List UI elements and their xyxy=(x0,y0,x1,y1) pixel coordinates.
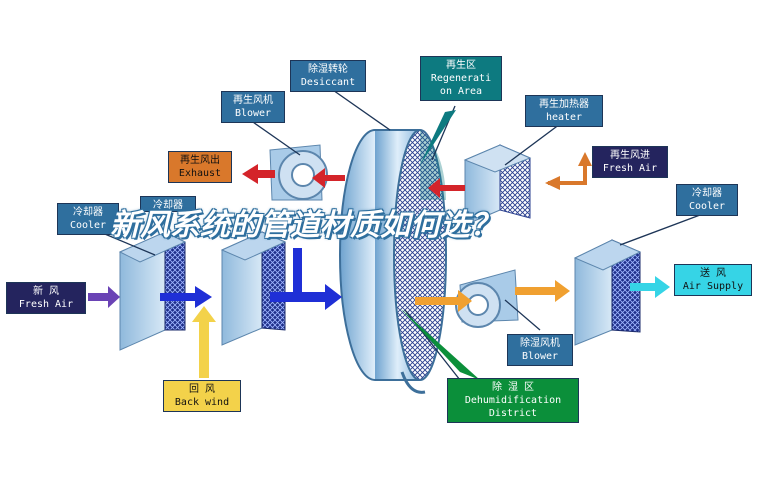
exhaust-arrow xyxy=(242,164,275,184)
fresh-air-arrow xyxy=(88,286,120,308)
cooler-unit-right xyxy=(573,239,642,346)
regen-area-pointer xyxy=(420,110,456,165)
process-air-arrow xyxy=(270,284,342,310)
regeneration-air-arrow xyxy=(428,178,465,198)
page-title: 新风系统的管道材质如何选？ xyxy=(110,208,500,243)
air-flow-arrows xyxy=(88,152,670,378)
cooler-unit-middle xyxy=(220,231,287,346)
cooler-unit-left xyxy=(118,231,187,351)
supply-air-arrow xyxy=(630,276,670,298)
back-wind-arrow xyxy=(192,306,216,378)
regeneration-blower-fan xyxy=(269,144,328,201)
cooler-left-second-label: 冷却器 xyxy=(140,196,196,212)
dehumidification-blower-fan xyxy=(455,269,519,328)
dehum-district-pointer xyxy=(400,308,480,380)
dry-air-arrow xyxy=(415,290,472,312)
cooled-air-arrow xyxy=(160,286,212,308)
desiccant-wheel xyxy=(339,129,447,394)
